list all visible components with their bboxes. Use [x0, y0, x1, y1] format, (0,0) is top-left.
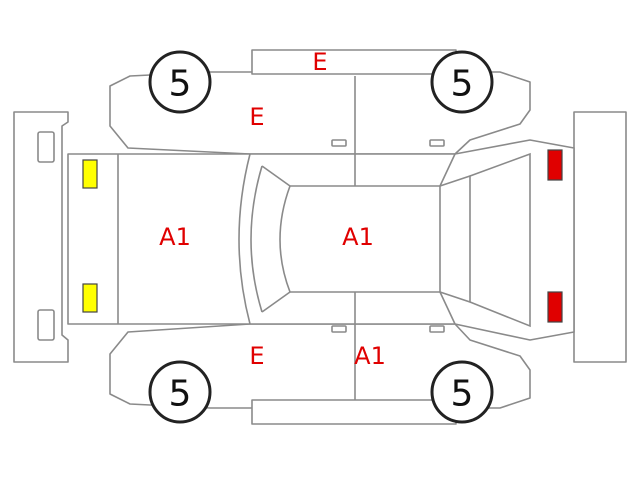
front-bumper-outline: [13, 111, 69, 363]
wheel-front-right-grade: 5: [169, 374, 192, 415]
front-bumper-slot-bottom: [37, 309, 55, 341]
right-side-outline: [109, 323, 531, 409]
right-side-handle-front: [331, 325, 347, 333]
rear-window-corner-top: [439, 153, 456, 187]
windshield-inner: [250, 165, 263, 313]
rear-window-corner-bottom: [439, 291, 456, 325]
rear-bumper-outline: [573, 111, 627, 363]
rear-lamp-bottom: [547, 291, 563, 323]
windshield-outer: [238, 153, 251, 325]
left-side-handle-front: [331, 139, 347, 147]
left-side-outline: [109, 71, 531, 155]
windshield-corner-bottom: [261, 291, 291, 313]
code-left-side-top: E: [312, 48, 327, 76]
windshield-corner-top: [261, 165, 291, 187]
left-side-handle-rear: [429, 139, 445, 147]
left-side-roof-strip: [251, 49, 457, 75]
front-lamp-top: [82, 159, 98, 189]
code-left-front-pillar: E: [249, 103, 264, 131]
code-right-front-pillar: E: [249, 342, 264, 370]
code-right-rear-door: A1: [354, 342, 386, 370]
wheel-front-right: 5: [148, 360, 212, 424]
wheel-rear-right-grade: 5: [451, 374, 474, 415]
code-hood: A1: [159, 223, 191, 251]
trunk-lid-line: [469, 152, 531, 328]
wheel-rear-left-grade: 5: [451, 64, 474, 105]
wheel-rear-right: 5: [430, 360, 494, 424]
wheel-rear-left: 5: [430, 50, 494, 114]
wheel-front-left: 5: [148, 50, 212, 114]
front-lamp-bottom: [82, 283, 98, 313]
rear-window-outer: [439, 174, 471, 304]
code-roof: A1: [342, 223, 374, 251]
right-side-roof-strip: [251, 399, 457, 425]
rear-lamp-top: [547, 149, 563, 181]
right-side-handle-rear: [429, 325, 445, 333]
wheel-front-left-grade: 5: [169, 64, 192, 105]
front-bumper-slot-top: [37, 131, 55, 163]
roof-panel: [279, 185, 441, 293]
